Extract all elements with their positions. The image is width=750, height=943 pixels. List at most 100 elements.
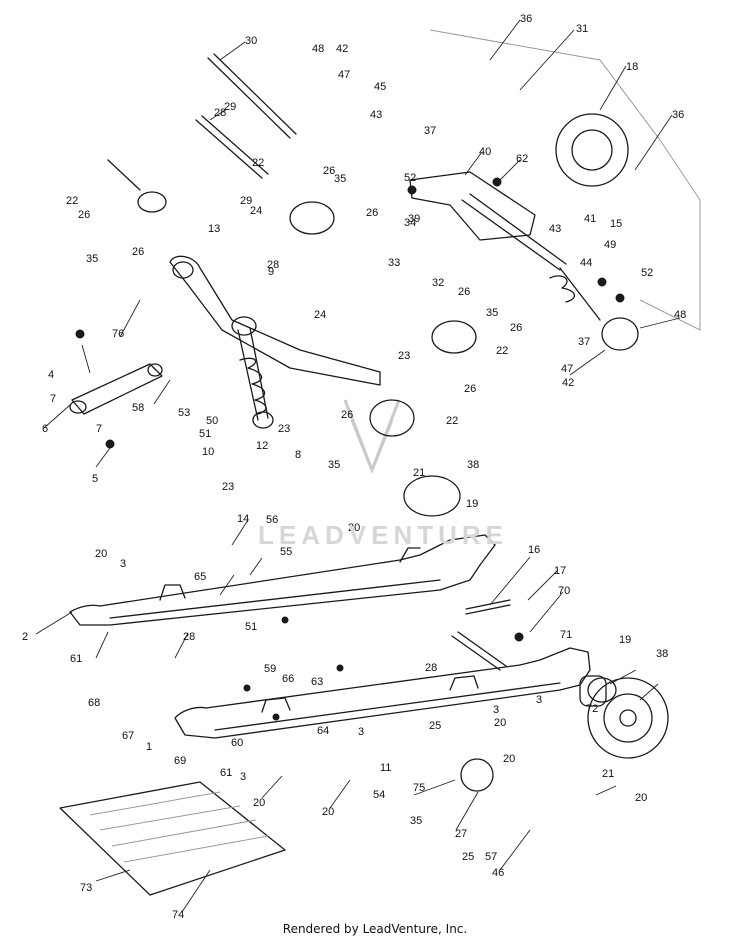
callout-label: 35 — [86, 253, 98, 265]
callout-label: 60 — [231, 737, 243, 749]
callout-label: 43 — [370, 109, 382, 121]
callout-label: 38 — [656, 648, 668, 660]
callout-label: 9 — [268, 266, 274, 278]
callout-label: 61 — [220, 767, 232, 779]
callout-label: 51 — [199, 428, 211, 440]
callout-label: 29 — [240, 195, 252, 207]
callout-label: 37 — [424, 125, 436, 137]
callout-label: 55 — [280, 546, 292, 558]
callout-label: 22 — [496, 345, 508, 357]
callout-label: 76 — [112, 328, 124, 340]
callout-label: 38 — [467, 459, 479, 471]
callout-label: 53 — [178, 407, 190, 419]
callout-label: 65 — [194, 571, 206, 583]
callout-label: 33 — [388, 257, 400, 269]
callout-label: 48 — [312, 43, 324, 55]
callout-label: 5 — [92, 473, 98, 485]
callout-label: 35 — [486, 307, 498, 319]
callout-label: 64 — [317, 725, 329, 737]
callout-label: 12 — [256, 440, 268, 452]
callout-label: 42 — [562, 377, 574, 389]
callout-label: 68 — [88, 697, 100, 709]
callout-label: 24 — [250, 205, 262, 217]
callout-label: 52 — [641, 267, 653, 279]
callout-label: 54 — [373, 789, 385, 801]
callout-label: 3 — [493, 704, 499, 716]
callout-label: 52 — [404, 172, 416, 184]
callout-label: 58 — [132, 402, 144, 414]
callout-label: 7 — [96, 423, 102, 435]
callout-label: 72 — [586, 703, 598, 715]
callout-label: 50 — [206, 415, 218, 427]
callout-label: 69 — [174, 755, 186, 767]
front-link — [69, 363, 163, 415]
callout-label: 21 — [413, 467, 425, 479]
callout-label: 25 — [462, 851, 474, 863]
callout-label: 11 — [380, 762, 391, 774]
callout-label: 67 — [122, 730, 134, 742]
callout-label: 22 — [252, 157, 264, 169]
callout-label: 62 — [516, 153, 528, 165]
callout-label: 26 — [341, 409, 353, 421]
upper-frame — [429, 29, 701, 331]
callout-label: 21 — [602, 768, 614, 780]
callout-label: 22 — [66, 195, 78, 207]
callout-label: 28 — [425, 662, 437, 674]
callout-label: 26 — [464, 383, 476, 395]
fasteners — [75, 177, 625, 721]
callout-label: 39 — [408, 213, 420, 225]
callout-label: 8 — [295, 449, 301, 461]
callout-label: 26 — [323, 165, 335, 177]
callout-label: 51 — [245, 621, 257, 633]
track-mat — [59, 781, 286, 896]
callout-label: 18 — [626, 61, 638, 73]
callout-label: 26 — [510, 322, 522, 334]
callout-label: 1 — [146, 741, 152, 753]
callout-label: 73 — [80, 882, 92, 894]
rear-springs — [549, 267, 601, 321]
callout-label: 45 — [374, 81, 386, 93]
callout-label: 24 — [314, 309, 326, 321]
callout-label: 23 — [278, 423, 290, 435]
callout-label: 22 — [446, 415, 458, 427]
callout-label: 36 — [672, 109, 684, 121]
callout-label: 57 — [485, 851, 497, 863]
callout-label: 35 — [334, 173, 346, 185]
callout-label: 20 — [494, 717, 506, 729]
callout-label: 49 — [604, 239, 616, 251]
callout-label: 59 — [264, 663, 276, 675]
callout-label: 20 — [503, 753, 515, 765]
front-shock — [231, 316, 274, 429]
footer-credit: Rendered by LeadVenture, Inc. — [282, 922, 468, 936]
callout-label: 26 — [132, 246, 144, 258]
callout-label: 10 — [202, 446, 214, 458]
callout-label: 75 — [413, 782, 425, 794]
callout-label: 43 — [549, 223, 561, 235]
callout-label: 63 — [311, 676, 323, 688]
callout-label: 20 — [253, 797, 265, 809]
callout-label: 3 — [120, 558, 126, 570]
callout-label: 17 — [554, 565, 566, 577]
watermark-logo — [343, 399, 401, 475]
callout-label: 3 — [358, 726, 364, 738]
callout-label: 41 — [584, 213, 596, 225]
callout-label: 20 — [95, 548, 107, 560]
callout-label: 42 — [336, 43, 348, 55]
callout-label: 32 — [432, 277, 444, 289]
callout-label: 7 — [50, 393, 56, 405]
leader-lines — [35, 19, 681, 913]
rear-arm — [409, 171, 567, 271]
callout-label: 25 — [429, 720, 441, 732]
callout-label: 66 — [282, 673, 294, 685]
callout-label: 2 — [22, 631, 28, 643]
callout-label: 23 — [222, 481, 234, 493]
callout-label: 35 — [328, 459, 340, 471]
callout-label: 16 — [528, 544, 540, 556]
callout-label: 71 — [560, 629, 572, 641]
callout-label: 20 — [322, 806, 334, 818]
callout-label: 13 — [208, 223, 220, 235]
callout-label: 28 — [183, 631, 195, 643]
callout-label: 35 — [410, 815, 422, 827]
front-arm — [169, 255, 381, 386]
part-callouts: 1 2 3 3 3 3 3 4 5 6 7 7 8 9 10 11 12 13 … — [22, 13, 686, 921]
